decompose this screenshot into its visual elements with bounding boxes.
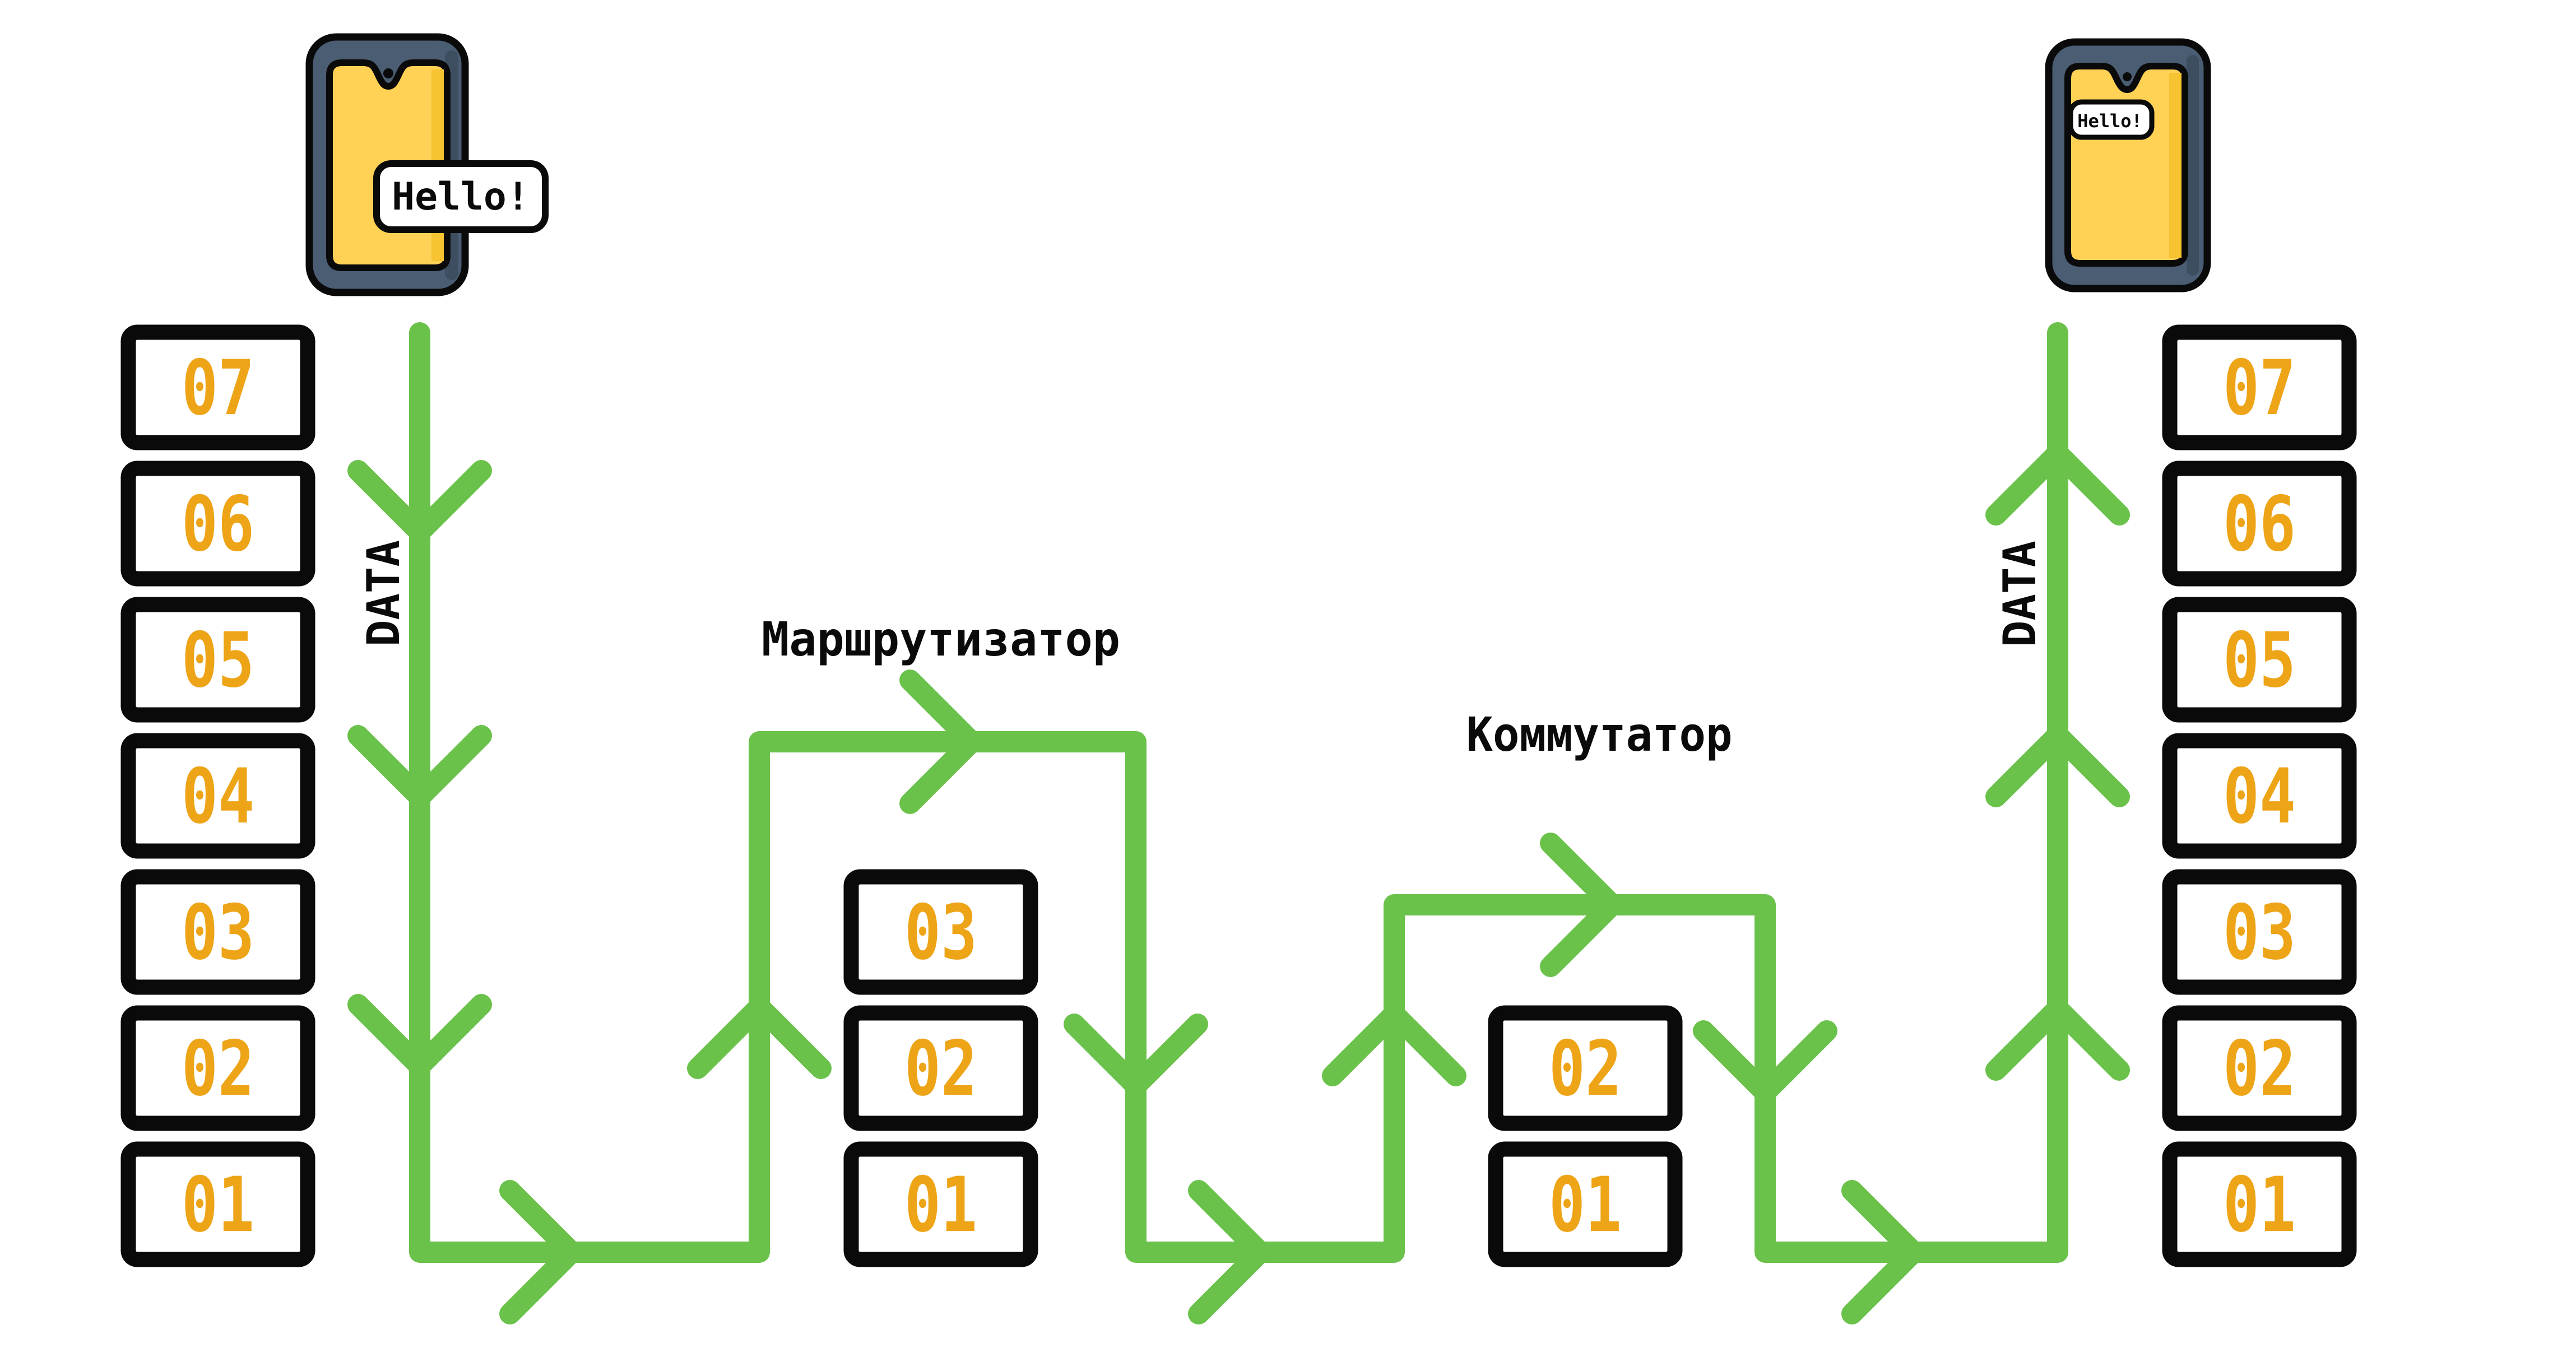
layer-number: 01 (1549, 1161, 1622, 1249)
layer-box-frame (843, 1141, 1038, 1267)
arrow-right-icon (1188, 1180, 1271, 1324)
layer-box: 06 (2162, 461, 2357, 587)
phone-right-screen (2064, 63, 2188, 267)
arrow-down-icon (1064, 1014, 1208, 1096)
layer-box-frame (2162, 597, 2357, 723)
layer-box-frame (120, 324, 315, 450)
layer-box: 03 (2162, 869, 2357, 995)
phone-right-frame-shadow (2187, 55, 2199, 276)
layer-number: 02 (904, 1025, 977, 1113)
layer-box: 03 (120, 869, 315, 995)
layer-box: 02 (1488, 1005, 1683, 1131)
layer-box-frame (120, 597, 315, 723)
layer-number: 02 (182, 1025, 254, 1113)
layer-number: 02 (1549, 1025, 1622, 1113)
layer-box: 05 (2162, 597, 2357, 723)
arrow-right-icon (1540, 833, 1623, 977)
layer-box-frame (2162, 869, 2357, 995)
layer-box: 04 (120, 733, 315, 859)
layer-box-frame (2162, 1005, 2357, 1131)
phone-right: Hello! (2045, 38, 2211, 292)
arrow-down-icon (347, 460, 492, 543)
phone-left: Hello! (305, 33, 549, 296)
layer-box: 05 (120, 597, 315, 723)
layer-box-frame (2162, 461, 2357, 587)
arrow-down-icon (347, 725, 492, 808)
arrow-down-icon (1693, 1020, 1837, 1103)
layer-box-frame (843, 869, 1038, 995)
arrow-right-icon (1841, 1180, 1924, 1324)
svg-text:DATA: DATA (1994, 541, 2046, 647)
layer-number: 03 (2223, 889, 2296, 977)
data-label-right: DATA (1994, 541, 2046, 647)
router-label: Маршрутизатор (762, 612, 1120, 667)
arrow-up-icon (1985, 724, 2130, 807)
layer-box: 07 (2162, 324, 2357, 450)
arrow-up-icon (1985, 443, 2130, 526)
layer-number: 06 (182, 480, 254, 568)
layer-box: 04 (2162, 733, 2357, 859)
layer-number: 03 (182, 889, 254, 977)
layer-box: 07 (120, 324, 315, 450)
layer-number: 01 (2223, 1161, 2296, 1249)
speech-bubble-right-text: Hello! (2077, 110, 2142, 132)
layer-number: 01 (182, 1161, 254, 1249)
layer-box: 01 (120, 1141, 315, 1267)
layer-number: 05 (2223, 616, 2296, 704)
speech-bubble-left: Hello! (373, 160, 549, 233)
layer-box: 02 (120, 1005, 315, 1131)
layer-box-frame (2162, 1141, 2357, 1267)
camera-icon (383, 68, 393, 78)
layer-box-frame (120, 1141, 315, 1267)
data-label-left: DATA (358, 540, 410, 647)
camera-icon (2123, 72, 2132, 81)
stack-router: 03 02 01 (843, 869, 1038, 1267)
flow-arrowheads (347, 443, 2130, 1324)
layer-number: 07 (2223, 344, 2296, 432)
layer-number: 06 (2223, 480, 2296, 568)
layer-box: 01 (843, 1141, 1038, 1267)
arrow-right-icon (899, 670, 982, 814)
layer-stacks: 07 06 05 04 03 02 01 03 02 01 02 01 07 06 05 04 03 02 01 (120, 324, 2357, 1267)
layer-number: 05 (182, 616, 254, 704)
phone-right-screen-shadow (2169, 73, 2182, 258)
arrow-up-icon (1985, 998, 2130, 1081)
layer-number: 07 (182, 344, 254, 432)
layer-box-frame (2162, 733, 2357, 859)
layer-box-frame (120, 733, 315, 859)
layer-box: 06 (120, 461, 315, 587)
speech-bubble-left-text: Hello! (392, 175, 530, 219)
layer-box-frame (120, 461, 315, 587)
layer-number: 03 (904, 889, 977, 977)
layer-box-frame (120, 1005, 315, 1131)
switch-label: Коммутатор (1466, 707, 1733, 762)
layer-box: 01 (2162, 1141, 2357, 1267)
layer-box: 01 (1488, 1141, 1683, 1267)
layer-number: 04 (2223, 752, 2296, 840)
stack-switch: 02 01 (1488, 1005, 1683, 1267)
speech-bubble-right: Hello! (2068, 99, 2155, 140)
speech-bubble-right-box (2068, 99, 2155, 140)
layer-box-frame (2162, 324, 2357, 450)
arrow-right-icon (499, 1180, 582, 1324)
speech-bubble-left-box (373, 160, 549, 233)
stack-right: 07 06 05 04 03 02 01 (2162, 324, 2357, 1267)
layer-box-frame (1488, 1141, 1683, 1267)
layer-box-frame (1488, 1005, 1683, 1131)
stack-left: 07 06 05 04 03 02 01 (120, 324, 315, 1267)
arrow-up-icon (1322, 1003, 1466, 1086)
layer-box-frame (843, 1005, 1038, 1131)
data-flow-line (409, 322, 2068, 1263)
layer-box-frame (120, 869, 315, 995)
arrow-down-icon (347, 994, 492, 1077)
layer-box: 03 (843, 869, 1038, 995)
layer-number: 01 (904, 1161, 977, 1249)
arrow-up-icon (687, 996, 832, 1079)
layer-box: 02 (2162, 1005, 2357, 1131)
svg-text:DATA: DATA (358, 540, 410, 647)
layer-box: 02 (843, 1005, 1038, 1131)
layer-number: 04 (182, 752, 254, 840)
layer-number: 02 (2223, 1025, 2296, 1113)
